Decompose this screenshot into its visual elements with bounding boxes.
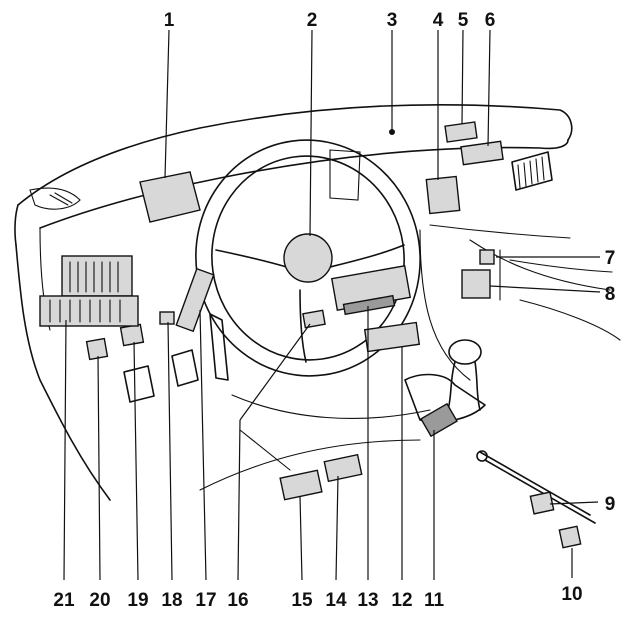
callout-21: 21: [53, 590, 75, 611]
callout-15: 15: [291, 590, 313, 611]
callout-17: 17: [195, 590, 216, 611]
component-15: [279, 469, 323, 501]
callout-13: 13: [357, 590, 378, 611]
component-14: [323, 453, 363, 483]
component-19: [119, 323, 145, 347]
component-13: [330, 265, 412, 316]
callout-6: 6: [485, 10, 496, 31]
component-12: [363, 321, 421, 353]
component-18: [159, 311, 175, 325]
pedals: [123, 313, 229, 403]
leader-lines: [63, 29, 601, 581]
air-vent-right: [511, 151, 553, 191]
component-7: [479, 249, 495, 265]
component-4: [425, 175, 461, 215]
component-3: [389, 129, 395, 135]
component-11: [420, 402, 458, 438]
callout-16: 16: [227, 590, 248, 611]
callout-12: 12: [391, 590, 412, 611]
component-5: [444, 121, 478, 143]
component-6: [460, 140, 504, 166]
callout-5: 5: [458, 10, 469, 31]
callout-14: 14: [325, 590, 347, 611]
callout-20: 20: [89, 590, 110, 611]
gear-lever: [404, 339, 486, 423]
callout-labels: 1 2 3 4 5 6 7 8 9 10 11 12 13 14 15 16 1…: [53, 10, 615, 611]
component-2: [283, 233, 333, 283]
callout-2: 2: [307, 10, 318, 31]
callout-4: 4: [433, 10, 444, 31]
callout-1: 1: [164, 10, 175, 31]
callout-3: 3: [387, 10, 398, 31]
component-8: [461, 269, 491, 299]
component-21: [39, 255, 139, 327]
callout-9: 9: [605, 494, 616, 515]
handbrake: [476, 450, 596, 524]
steering-wheel: [195, 139, 421, 377]
component-20: [85, 337, 109, 361]
callout-11: 11: [424, 590, 445, 611]
component-10: [558, 525, 582, 549]
component-9: [529, 491, 555, 515]
component-1: [139, 171, 201, 223]
component-17: [175, 267, 215, 333]
callout-7: 7: [605, 248, 616, 269]
component-16: [302, 309, 326, 329]
callout-8: 8: [605, 284, 616, 305]
callout-19: 19: [127, 590, 148, 611]
callout-10: 10: [561, 584, 582, 605]
callout-18: 18: [161, 590, 182, 611]
